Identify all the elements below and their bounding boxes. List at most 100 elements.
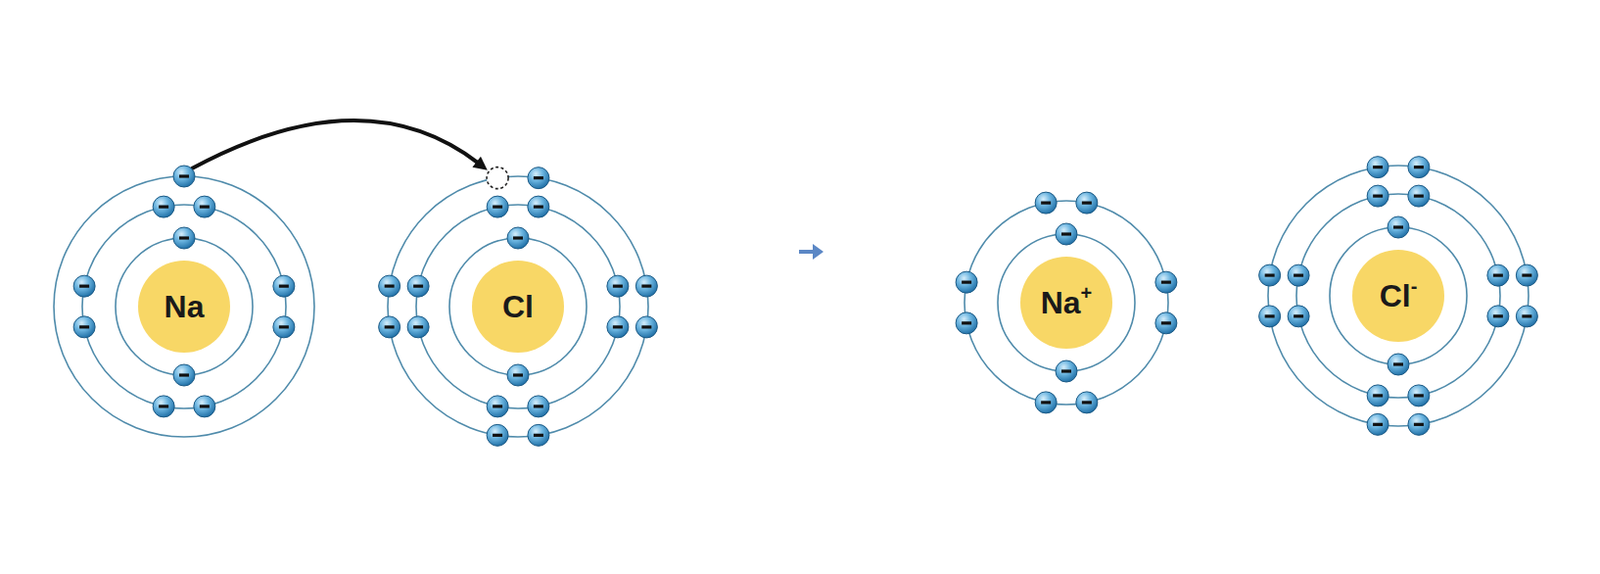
electron-shell <box>449 237 587 376</box>
minus-sign <box>179 373 189 377</box>
minus-sign <box>641 325 652 329</box>
minus-sign <box>384 283 395 287</box>
electron <box>1487 264 1509 286</box>
electron <box>152 395 175 418</box>
minus-sign <box>79 325 90 329</box>
minus-sign <box>158 404 169 408</box>
minus-sign <box>1082 201 1092 205</box>
electron <box>1287 264 1310 286</box>
minus-sign <box>1413 165 1424 169</box>
atom: Na <box>38 160 330 453</box>
electron <box>378 275 401 297</box>
electron <box>1387 216 1410 238</box>
element-symbol: Cl <box>502 290 534 323</box>
electron <box>407 316 429 338</box>
minus-sign <box>961 281 972 284</box>
minus-sign <box>1493 314 1504 318</box>
minus-sign <box>492 404 503 408</box>
electron <box>1366 384 1389 407</box>
electron <box>407 275 429 297</box>
minus-sign <box>79 284 90 288</box>
minus-sign <box>1161 321 1172 325</box>
atom: Cl- <box>1252 149 1545 442</box>
electron <box>635 275 658 297</box>
electron <box>1055 223 1078 245</box>
electron <box>1408 413 1430 435</box>
electron <box>486 195 509 218</box>
nucleus <box>471 260 565 353</box>
electron <box>1408 384 1430 407</box>
electron <box>378 316 401 338</box>
electron <box>1366 413 1389 435</box>
element-symbol: Na <box>164 290 205 323</box>
minus-sign <box>1040 400 1051 404</box>
electron <box>1155 312 1177 334</box>
electron <box>1076 391 1098 414</box>
electron-shell <box>53 176 315 437</box>
electron <box>955 312 978 334</box>
minus-sign <box>384 325 395 329</box>
electron <box>273 275 295 297</box>
electron <box>527 423 550 446</box>
minus-sign <box>179 174 189 178</box>
minus-sign <box>1061 232 1072 236</box>
minus-sign <box>1372 423 1383 426</box>
electron <box>527 395 550 418</box>
electron <box>955 271 978 293</box>
electron-shell <box>115 237 253 376</box>
electron <box>1366 156 1389 179</box>
nucleus <box>138 260 231 353</box>
electron <box>607 275 629 297</box>
minus-sign <box>1161 281 1172 284</box>
electron <box>1035 191 1057 214</box>
nucleus <box>1352 249 1445 342</box>
electron <box>1515 264 1538 286</box>
electron <box>1515 305 1538 328</box>
minus-sign <box>1040 201 1051 205</box>
minus-sign <box>1413 194 1424 198</box>
reaction-arrow-head <box>812 243 824 260</box>
minus-sign <box>1393 362 1404 366</box>
electron <box>193 395 216 418</box>
electron <box>1408 185 1430 207</box>
minus-sign <box>641 283 652 287</box>
minus-sign <box>1413 423 1424 426</box>
electron-shell <box>82 204 286 409</box>
electron <box>173 364 195 386</box>
minus-sign <box>158 205 169 209</box>
electron <box>152 195 175 218</box>
electron <box>193 195 216 218</box>
minus-sign <box>1372 194 1383 198</box>
electron-shell <box>387 176 649 437</box>
reaction-arrow <box>799 243 824 260</box>
minus-sign <box>413 325 424 329</box>
minus-sign <box>1293 274 1304 278</box>
electron <box>507 364 529 386</box>
electron-shell <box>964 200 1169 405</box>
minus-sign <box>513 235 523 239</box>
minus-sign <box>533 205 544 209</box>
electron <box>173 227 195 249</box>
electron <box>1155 271 1177 293</box>
electron <box>73 275 95 297</box>
electron <box>273 316 295 338</box>
electron <box>1055 360 1078 382</box>
nucleus <box>1020 256 1113 349</box>
minus-sign <box>1265 314 1275 318</box>
electron <box>507 227 529 249</box>
element-symbol: Cl- <box>1379 280 1418 312</box>
minus-sign <box>961 321 972 325</box>
minus-sign <box>533 176 544 180</box>
minus-sign <box>492 205 503 209</box>
minus-sign <box>1265 273 1275 277</box>
reaction-arrow-shaft <box>799 249 815 254</box>
minus-sign <box>612 325 623 329</box>
arrow-curve <box>191 120 478 169</box>
minus-sign <box>1061 369 1072 373</box>
minus-sign <box>1393 225 1404 229</box>
minus-sign <box>1493 274 1504 278</box>
minus-sign <box>199 404 210 408</box>
electron-vacancy <box>486 167 509 189</box>
minus-sign <box>492 433 503 437</box>
